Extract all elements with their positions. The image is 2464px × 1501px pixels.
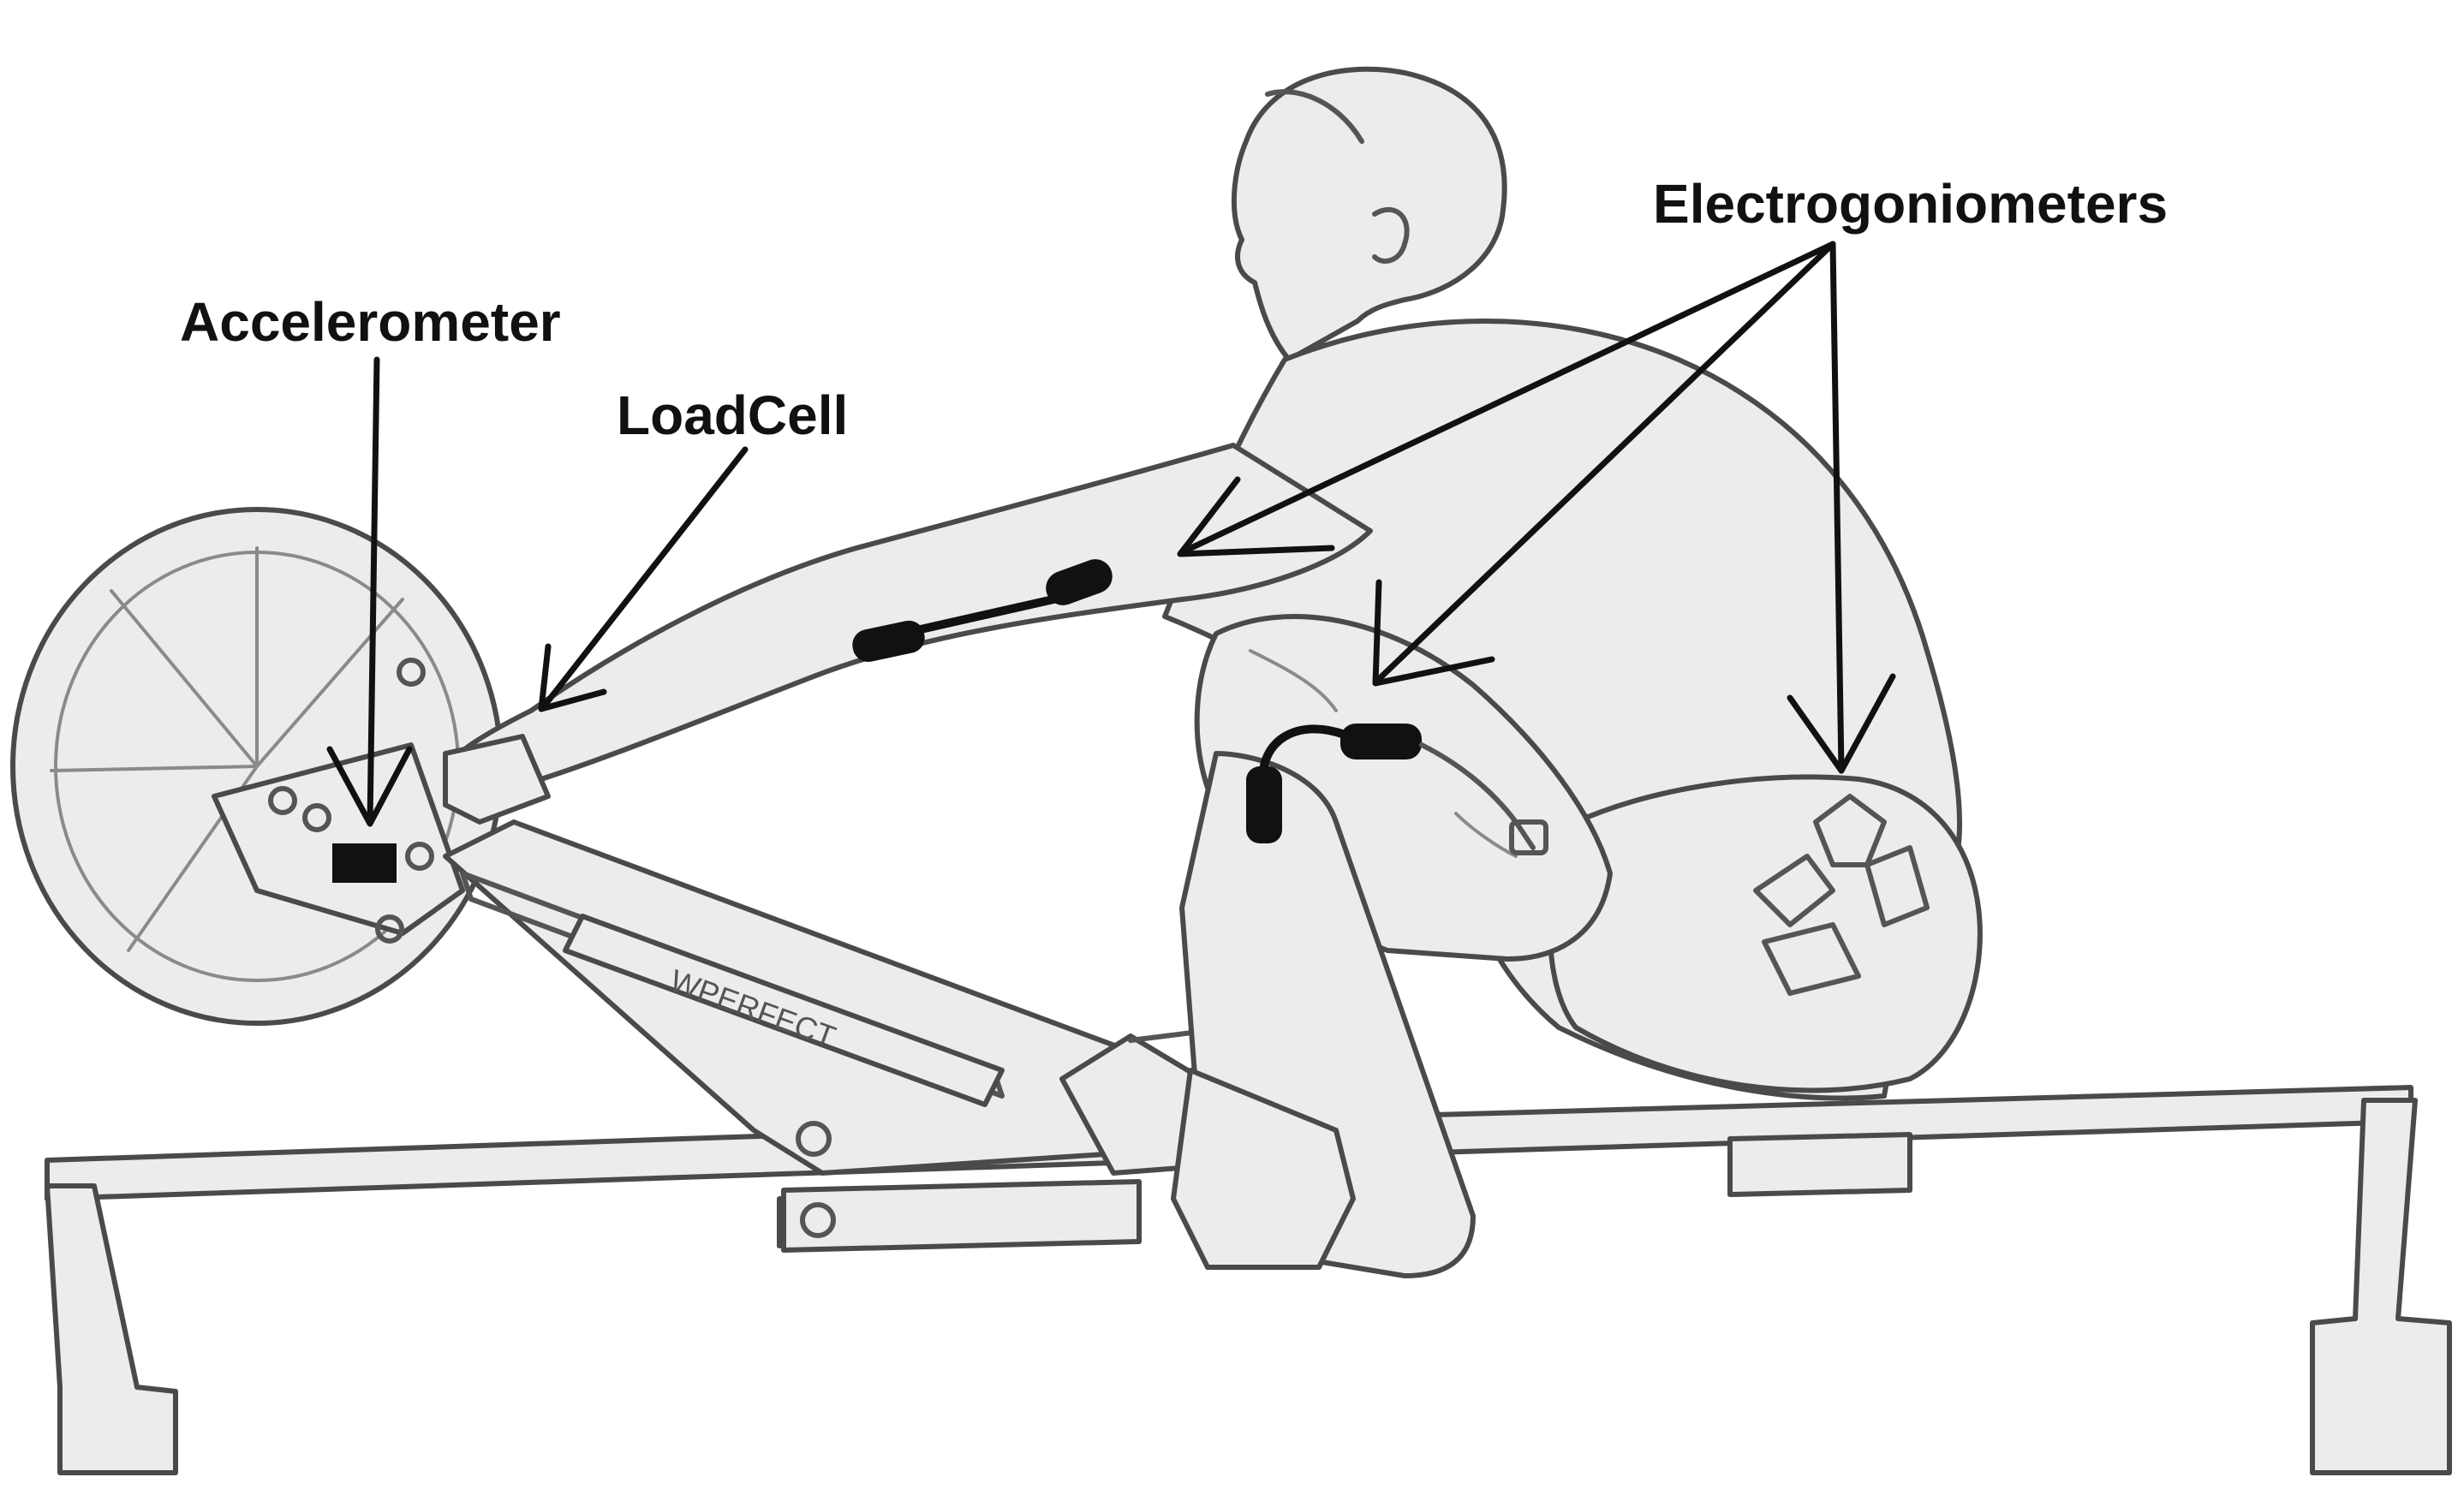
bolt bbox=[397, 658, 426, 687]
accelerometer-arrowhead bbox=[326, 746, 413, 827]
knee-sensor-wire bbox=[1419, 742, 1536, 850]
rail-handle-bar bbox=[563, 914, 1005, 1107]
elbow-sensor-pad bbox=[852, 620, 925, 662]
electrogoniometers-label: Electrogoniometers bbox=[1653, 173, 2168, 235]
knee-sensor-pad bbox=[1340, 724, 1422, 759]
electrogoniometer-arrow-knee bbox=[1374, 241, 1836, 684]
right-leg bbox=[2310, 1098, 2452, 1475]
knee-detail bbox=[1249, 649, 1518, 858]
sunglasses bbox=[1265, 89, 1364, 144]
elbow-sensor-pad bbox=[1046, 559, 1113, 605]
flywheel bbox=[10, 507, 504, 1026]
electrogoniometer-arrow-elbow bbox=[1178, 241, 1836, 556]
shorts bbox=[1548, 774, 1983, 1093]
electrogoniometer-arrowhead-elbow bbox=[1177, 476, 1335, 557]
left-leg bbox=[45, 1183, 178, 1475]
rowing-rail: WPERFECT bbox=[443, 819, 1253, 1253]
elbow-sensor-cable bbox=[916, 595, 1058, 634]
flywheel-spokes bbox=[50, 546, 404, 952]
loadcell-label: LoadCell bbox=[617, 384, 848, 446]
accelerometer-label: Accelerometer bbox=[180, 291, 561, 353]
annotation-labels: Accelerometer LoadCell Electrogoniometer… bbox=[180, 173, 2168, 446]
bolt bbox=[302, 803, 331, 832]
ear bbox=[1372, 207, 1410, 264]
knee-sensor-cable bbox=[1259, 724, 1349, 775]
bolt bbox=[375, 914, 404, 944]
hand-grip bbox=[443, 734, 551, 825]
electrogoniometer-arrowhead-hip bbox=[1787, 673, 1896, 774]
shorts-pattern bbox=[1753, 845, 1930, 996]
bolt bbox=[268, 786, 297, 815]
under-rail bbox=[781, 1179, 1142, 1253]
wheel bbox=[800, 1202, 836, 1238]
electrogoniometer-arrowhead-knee bbox=[1372, 579, 1495, 687]
accelerometer-sensor bbox=[332, 843, 397, 883]
accelerometer-arrow bbox=[367, 356, 380, 825]
sensors bbox=[332, 559, 1887, 883]
knee-sensor-pad bbox=[1246, 766, 1282, 843]
wheel bbox=[796, 1121, 832, 1157]
foot bbox=[1171, 1068, 1356, 1270]
hip-sensor bbox=[1813, 794, 1887, 867]
loadcell-arrow bbox=[540, 446, 749, 710]
head bbox=[1231, 66, 1507, 362]
annotation-pointers bbox=[326, 241, 1896, 827]
loadcell-arrowhead bbox=[538, 643, 607, 712]
seat-rail-clamp bbox=[1727, 1132, 1912, 1197]
rower-figure bbox=[443, 66, 1983, 1278]
knee-connector bbox=[1509, 819, 1548, 855]
bolt bbox=[405, 842, 434, 871]
electrogoniometer-arrow-hip bbox=[1829, 241, 1845, 774]
